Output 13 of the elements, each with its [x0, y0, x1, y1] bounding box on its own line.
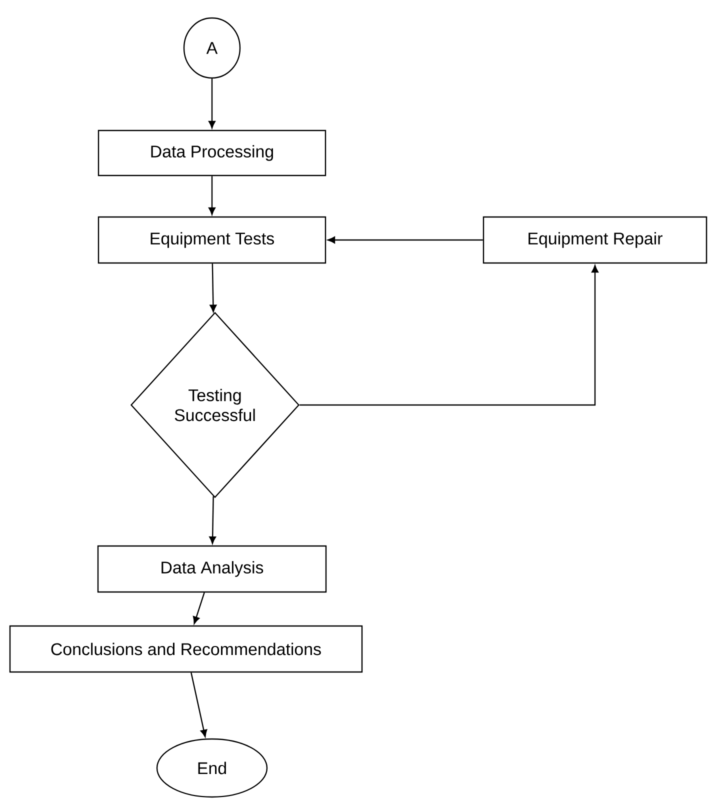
process-box: Data Analysis — [97, 545, 327, 593]
arrow — [328, 236, 483, 244]
arrow — [208, 176, 216, 215]
arrow — [190, 672, 208, 738]
arrow — [300, 265, 598, 406]
arrow — [208, 78, 216, 128]
arrow — [209, 496, 216, 544]
process-box: Equipment Repair — [482, 216, 708, 264]
process-box: Conclusions and Recommendations — [9, 625, 363, 673]
arrow — [210, 264, 217, 312]
arrow — [192, 592, 205, 624]
process-box: Equipment Tests — [98, 216, 326, 264]
process-box: Data Processing — [98, 130, 326, 176]
